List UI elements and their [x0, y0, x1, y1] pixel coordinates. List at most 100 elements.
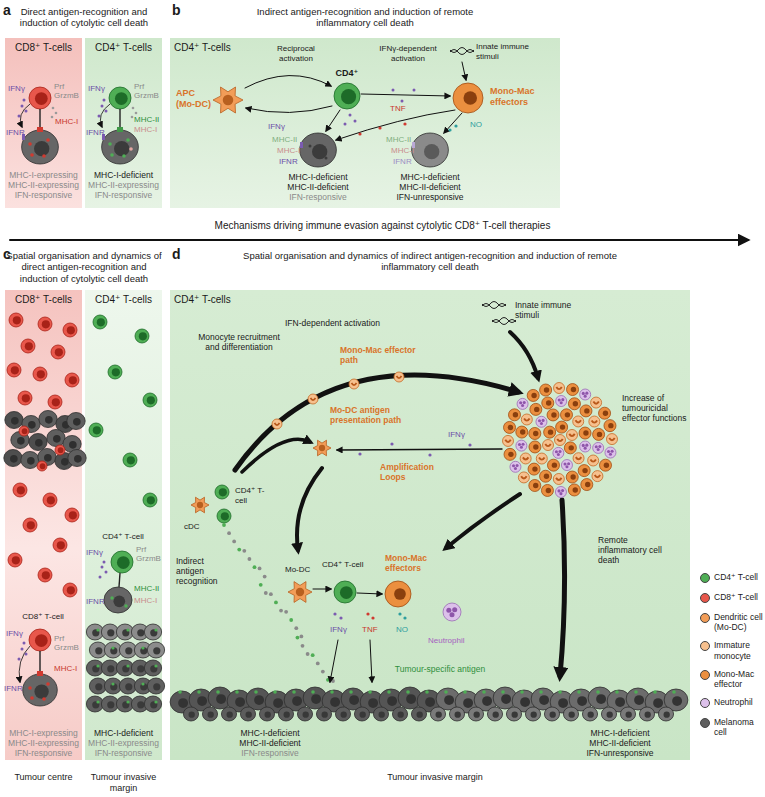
mono-mac-effector: [529, 441, 541, 453]
immature-monocyte: [503, 435, 514, 446]
cytokine-dot: [101, 105, 104, 108]
annotation-label: Indirect antigen recognition: [176, 556, 230, 587]
melanoma-nucleus: [150, 701, 157, 708]
antigen-dot: [311, 690, 315, 694]
annotation-label: MHC-I-deficient: [85, 170, 162, 180]
annotation-label: TNF: [390, 104, 406, 114]
mono-mac-effector: [527, 389, 539, 401]
melanoma-cell: [147, 642, 164, 658]
cd8-t-cell-nucleus: [57, 541, 65, 549]
antigen-dot: [653, 690, 657, 694]
neutrophil: [556, 396, 567, 407]
cd8-t-cell: [63, 583, 77, 597]
cytokine-dot: [51, 116, 54, 119]
annotation-label: MHC-II-deficient: [220, 738, 320, 748]
annotation-label: IFNR: [86, 128, 105, 138]
cytokine-dot: [42, 154, 46, 158]
annotation-label: IFNγ: [8, 84, 25, 94]
mono-mac-effector: [540, 384, 552, 396]
arrow: [246, 106, 332, 113]
melanoma-nucleus: [17, 437, 25, 445]
annotation-label: MHC-I-deficient: [270, 172, 366, 182]
melanoma-cell: [104, 587, 132, 613]
cytokine-dot: [25, 653, 28, 656]
melanoma-cell: [620, 707, 635, 721]
melanoma-nucleus: [35, 439, 43, 447]
melanoma-nucleus: [153, 647, 160, 654]
annotation-label: Mechanisms driving immune evasion agains…: [120, 220, 645, 232]
neutrophil-lobe: [516, 464, 519, 467]
melanoma-cell: [202, 707, 217, 721]
melanoma-nucleus: [634, 695, 644, 705]
antigen-dot: [577, 690, 581, 694]
cytokine-dot: [46, 138, 50, 142]
neutrophil-lobe: [446, 608, 451, 613]
melanoma-nucleus: [227, 712, 233, 718]
antigen-dot: [301, 644, 305, 648]
panel-title: CD8⁺ T-cells: [9, 42, 78, 54]
cd8-t-cell-nucleus: [52, 398, 60, 406]
melanoma-nucleus: [664, 712, 670, 718]
cytokine-dot: [21, 648, 24, 651]
arrow: [337, 449, 502, 450]
melanoma-nucleus: [107, 629, 114, 636]
cytokine-dot: [468, 443, 471, 446]
neutrophil-lobe: [584, 395, 587, 398]
antigen-dot: [258, 567, 262, 571]
mono-mac-effector: [547, 459, 559, 471]
panel-background: [170, 290, 690, 760]
mono-mac-nucleus: [552, 462, 557, 467]
annotation-label: CD4⁺ T-cell: [322, 560, 363, 570]
antigen-dot: [292, 690, 296, 694]
cd4-t-cell: [215, 485, 229, 499]
antigen-dot: [126, 664, 129, 667]
melanoma-cell: [582, 707, 597, 721]
dendritic-cell: [288, 582, 312, 603]
annotation-label: Tumour invasive margin: [340, 772, 530, 783]
mono-mac-effector: [516, 426, 528, 438]
cd8-t-cell: [48, 395, 62, 409]
neutrophil-lobe: [514, 467, 517, 470]
annotation-label: IFN-responsive: [270, 192, 366, 202]
melanoma-nucleus: [137, 629, 144, 636]
cytokine-dot: [129, 147, 133, 151]
cd4-t-cell: [143, 493, 157, 507]
immature-monocyte: [308, 394, 318, 404]
cd4-t-cell-nucleus: [147, 496, 155, 504]
cytokine-dot: [339, 616, 342, 619]
monocyte-nucleus: [575, 420, 581, 422]
melanoma-nucleus: [122, 629, 129, 636]
cytokine-dot: [358, 452, 361, 455]
mono-mac-nucleus: [583, 430, 588, 435]
antigen-dot: [96, 628, 99, 631]
cd8-t-cell: [29, 87, 51, 109]
melanoma-nucleus: [125, 647, 132, 654]
annotation-label: Indirect antigen-recognition and inducti…: [230, 6, 500, 29]
antigen-dot: [326, 678, 330, 682]
annotation-label: Direct antigen-recognition and induction…: [4, 6, 164, 29]
cd4-t-cell: [135, 329, 149, 343]
cytokine-dot: [55, 112, 58, 115]
cd8-t-cell-nucleus: [17, 486, 25, 494]
antigen-dot: [237, 548, 241, 552]
melanoma-cell: [601, 707, 616, 721]
melanoma-nucleus: [125, 683, 132, 690]
mono-mac-effector: [504, 421, 516, 433]
annotation-label: IFNR: [4, 684, 23, 694]
antigen-dot: [227, 531, 231, 535]
melanoma-cell: [68, 450, 86, 467]
legend-text: Immature monocyte: [714, 640, 764, 660]
melanoma-nucleus: [150, 629, 157, 636]
annotation-label: Remote inflammatory cell death: [598, 535, 678, 566]
melanoma-nucleus: [69, 441, 77, 449]
melanoma-nucleus: [95, 683, 102, 690]
melanoma-nucleus: [303, 712, 309, 718]
monocyte-nucleus: [595, 475, 601, 477]
immature-monocyte: [573, 453, 584, 464]
mono-mac-effector: [453, 83, 483, 113]
panel-title: CD4⁺ T-cells: [89, 42, 158, 54]
neutrophil-lobe: [555, 450, 558, 453]
monocyte-nucleus: [569, 434, 575, 436]
antigen-dot: [254, 690, 258, 694]
mono-mac-effector: [504, 448, 516, 460]
